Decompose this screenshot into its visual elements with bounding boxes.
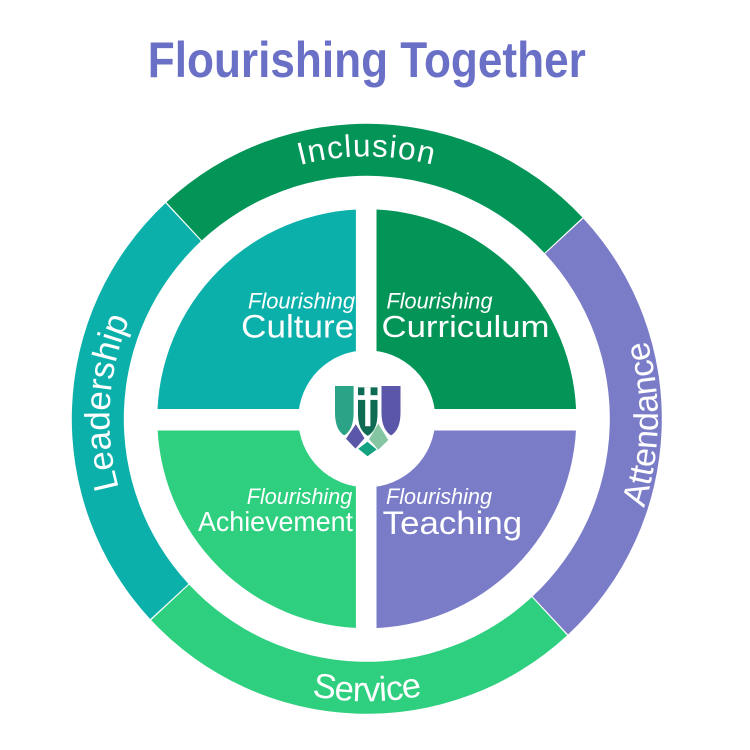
svg-text:Flourishing: Flourishing (248, 289, 356, 314)
svg-text:Flourishing: Flourishing (387, 289, 494, 314)
svg-text:Flourishing: Flourishing (247, 484, 353, 509)
svg-text:Teaching: Teaching (383, 505, 523, 541)
svg-text:Service: Service (310, 666, 423, 709)
svg-text:Curriculum: Curriculum (382, 309, 550, 344)
svg-text:Culture: Culture (241, 309, 354, 345)
svg-text:Flourishing Together: Flourishing Together (148, 32, 586, 88)
svg-text:Achievement: Achievement (198, 506, 353, 537)
svg-text:Flourishing: Flourishing (386, 484, 493, 509)
